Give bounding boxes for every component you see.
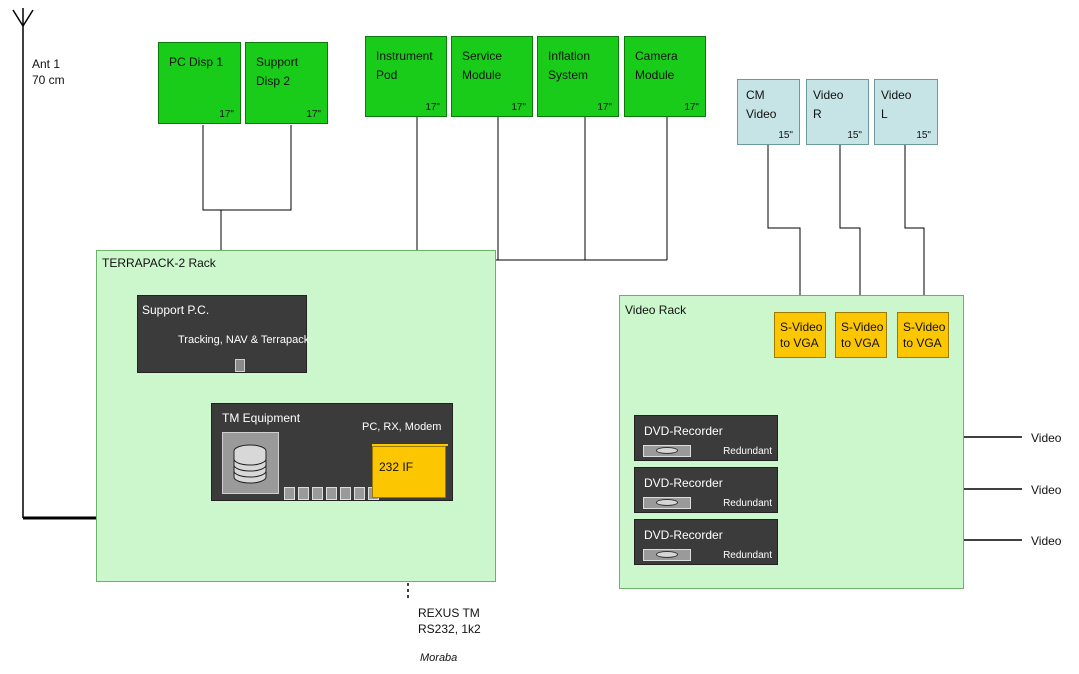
svideo-vga-converter: S-Video to VGA: [897, 312, 949, 358]
monitor-size: 15": [778, 130, 793, 141]
dvd-recorder-title: DVD-Recorder: [644, 476, 723, 490]
monitor-label: Instrument Pod: [376, 49, 433, 82]
svideo-vga-converter: S-Video to VGA: [774, 312, 826, 358]
support-pc-title: Support P.C.: [142, 303, 210, 317]
port-icon: [340, 487, 351, 500]
monitor-label: PC Disp 1: [169, 55, 224, 69]
monitor-cm-video: CM Video 15": [737, 79, 800, 145]
tm-equipment-subtitle: PC, RX, Modem: [362, 421, 442, 433]
monitor-size: 15": [916, 130, 931, 141]
if-232-label: 232 IF: [379, 460, 414, 474]
monitor-size: 15": [847, 130, 862, 141]
video-rack-title: Video Rack: [625, 303, 687, 317]
monitor-label: Inflation System: [548, 49, 591, 82]
monitor-label: Video L: [881, 88, 912, 121]
dvd-recorder-title: DVD-Recorder: [644, 528, 723, 542]
port-icon: [326, 487, 337, 500]
converter-label: S-Video to VGA: [903, 320, 946, 351]
video-input-label: Video: [1031, 534, 1062, 548]
monitor-inflation-system: Inflation System 17": [537, 36, 619, 117]
monitor-size: 17": [425, 102, 440, 113]
hard-disk-icon: [222, 432, 279, 494]
port-icon: [312, 487, 323, 500]
video-input-label: Video: [1031, 483, 1062, 497]
converter-label: S-Video to VGA: [780, 320, 823, 351]
monitor-support-disp-2: Support Disp 2 17": [245, 42, 328, 124]
dvd-recorder-title: DVD-Recorder: [644, 424, 723, 438]
rexus-tm-label: REXUS TM RS232, 1k2: [418, 606, 481, 637]
monitor-size: 17": [597, 102, 612, 113]
antenna-icon: [12, 8, 34, 518]
support-pc: Support P.C. Tracking, NAV & Terrapack: [137, 295, 310, 373]
disc-tray-icon: [643, 497, 691, 509]
port-icon: [284, 487, 295, 500]
video-input-label: Video: [1031, 431, 1062, 445]
drive-slot-icon: [235, 359, 245, 372]
rexus-source-label: Moraba: [420, 652, 458, 664]
monitor-label: Camera Module: [635, 49, 678, 82]
monitor-label: Service Module: [462, 49, 503, 82]
converter-label: S-Video to VGA: [841, 320, 884, 351]
terrapack-rack-title: TERRAPACK-2 Rack: [102, 256, 216, 270]
dvd-recorder-note: Redundant: [723, 497, 772, 509]
monitor-service-module: Service Module 17": [451, 36, 533, 117]
monitor-video-l: Video L 15": [874, 79, 938, 145]
monitor-pc-disp-1: PC Disp 1 17": [158, 42, 241, 124]
divider: [372, 444, 448, 446]
if-232-module: 232 IF: [372, 446, 446, 498]
tm-equipment-title: TM Equipment: [222, 411, 301, 425]
monitor-camera-module: Camera Module 17": [624, 36, 706, 117]
dvd-recorder: DVD-Recorder Redundant: [634, 415, 778, 461]
monitor-label: Support Disp 2: [256, 55, 299, 88]
monitor-video-r: Video R 15": [806, 79, 869, 145]
svideo-vga-converter: S-Video to VGA: [835, 312, 887, 358]
disc-tray-icon: [643, 445, 691, 457]
dvd-recorder-note: Redundant: [723, 549, 772, 561]
monitor-label: Video R: [813, 88, 844, 121]
monitor-size: 17": [684, 102, 699, 113]
antenna-label: Ant 1 70 cm: [32, 57, 65, 88]
monitor-instrument-pod: Instrument Pod 17": [365, 36, 447, 117]
dvd-recorder-note: Redundant: [723, 445, 772, 457]
support-pc-subtitle: Tracking, NAV & Terrapack: [178, 334, 310, 346]
monitor-size: 17": [511, 102, 526, 113]
dvd-recorder: DVD-Recorder Redundant: [634, 467, 778, 513]
monitor-size: 17": [219, 109, 234, 120]
port-icon: [354, 487, 365, 500]
dvd-recorder: DVD-Recorder Redundant: [634, 519, 778, 565]
monitor-size: 17": [306, 109, 321, 120]
monitor-label: CM Video: [746, 88, 777, 121]
port-icon: [298, 487, 309, 500]
disc-tray-icon: [643, 549, 691, 561]
